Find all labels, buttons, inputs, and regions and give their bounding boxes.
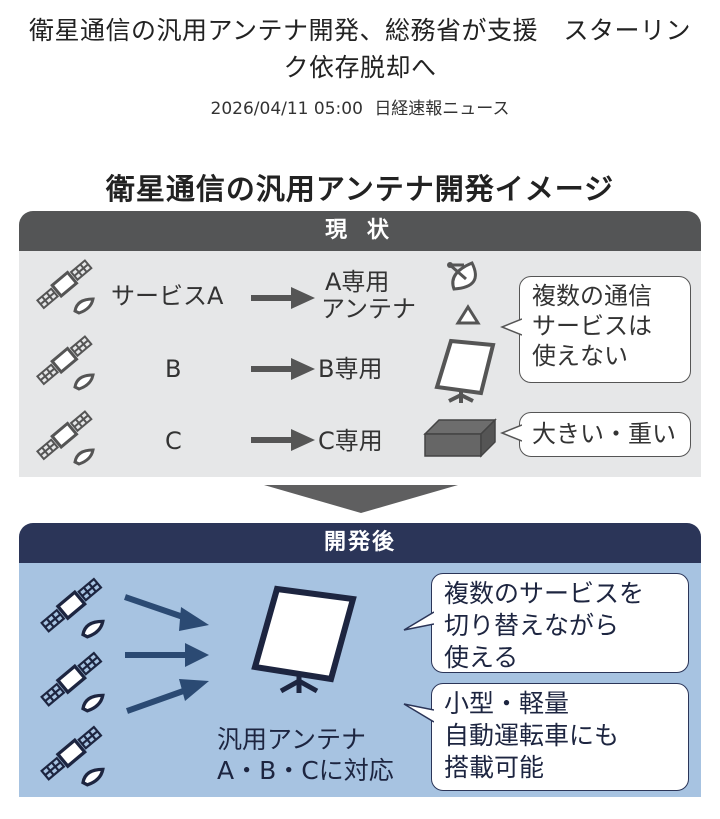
- callout-tail-icon: [403, 703, 434, 723]
- down-arrow-icon: [264, 485, 458, 513]
- infographic: 衛星通信の汎用アンテナ開発イメージ 現 状 サービスA B C A専用 アンテナ…: [0, 150, 720, 810]
- converging-arrows: [124, 594, 209, 714]
- satellite-icon: [39, 574, 105, 639]
- general-antenna-label-line2: A・B・Cに対応: [217, 756, 394, 785]
- flat-panel-antenna-icon: [434, 338, 496, 403]
- after-development-header: 開発後: [19, 523, 701, 563]
- callout-tail-icon: [403, 611, 434, 631]
- article-title: 衛星通信の汎用アンテナ開発、総務省が支援 スターリンク依存脱却へ: [28, 16, 691, 82]
- callout-tail-icon: [500, 424, 522, 442]
- antenna-a-label-line2: アンテナ: [321, 295, 417, 323]
- after-development-panel: 汎用アンテナ A・B・Cに対応 複数のサービスを 切り替えながら 使える 小型・…: [19, 563, 701, 797]
- current-state-header: 現 状: [19, 211, 701, 251]
- antenna-a-label-line1: A専用: [325, 268, 390, 296]
- callout-compact-light: 小型・軽量 自動運転車にも 搭載可能: [403, 683, 689, 791]
- general-antenna-label-line1: 汎用アンテナ: [217, 725, 367, 754]
- callout-multi-service: 複数の通信 サービスは 使えない: [500, 276, 691, 383]
- current-state-panel: サービスA B C A専用 アンテナ B専用 C専用: [19, 251, 701, 477]
- arrow-right-icon: [251, 287, 315, 309]
- arrow-right-icon: [251, 429, 315, 451]
- antenna-b-label: B専用: [318, 355, 383, 383]
- arrow-right-icon: [251, 358, 315, 380]
- satellite-icon: [35, 407, 95, 466]
- satellite-icon: [39, 722, 105, 787]
- antenna-c-label: C専用: [318, 427, 383, 455]
- article-source[interactable]: 日経速報ニュース: [374, 99, 510, 119]
- service-c-label: C: [165, 427, 182, 455]
- service-b-label: B: [165, 355, 182, 383]
- general-purpose-antenna-icon: [251, 585, 357, 694]
- satellite-icon: [35, 332, 95, 391]
- satellite-icon: [39, 648, 105, 713]
- figure-title: 衛星通信の汎用アンテナ開発イメージ: [105, 172, 615, 206]
- article-date: 2026/04/11 05:00: [210, 99, 363, 119]
- box-antenna-icon: [423, 418, 497, 458]
- satellite-icon: [35, 256, 95, 315]
- callout-tail-icon: [500, 318, 522, 336]
- callout-switch-services: 複数のサービスを 切り替えながら 使える: [403, 573, 689, 673]
- service-a-label: サービスA: [111, 282, 224, 310]
- parabolic-dish-icon: [447, 261, 481, 325]
- callout-large-heavy: 大きい・重い: [500, 412, 691, 457]
- article-meta: 2026/04/11 05:00 日経速報ニュース: [0, 94, 720, 119]
